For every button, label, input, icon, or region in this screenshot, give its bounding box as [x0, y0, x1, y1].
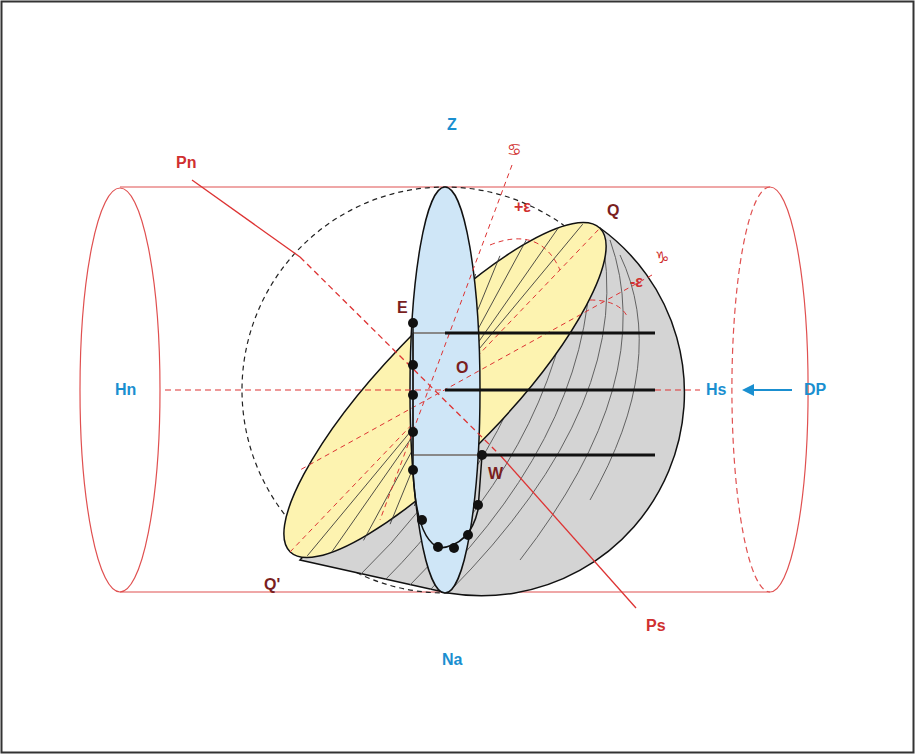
axis-label: Q: [607, 203, 619, 219]
axis-label: O: [456, 360, 468, 376]
axis-label: ♑: [655, 250, 669, 266]
axis-label: Pn: [176, 155, 196, 171]
axis-label: W: [488, 466, 503, 482]
axis-label: E: [397, 300, 408, 316]
axis-label: Na: [442, 652, 462, 668]
axis-label: +ε: [514, 199, 531, 215]
axis-label: DP: [804, 382, 826, 398]
axis-label: -ε: [630, 274, 643, 290]
axis-label: Q': [264, 577, 280, 593]
axis-label: Ps: [646, 618, 666, 634]
axis-label: Hn: [115, 382, 136, 398]
axis-label: ♋: [507, 142, 521, 158]
axis-label: Hs: [706, 382, 726, 398]
axis-label: Z: [447, 117, 457, 133]
